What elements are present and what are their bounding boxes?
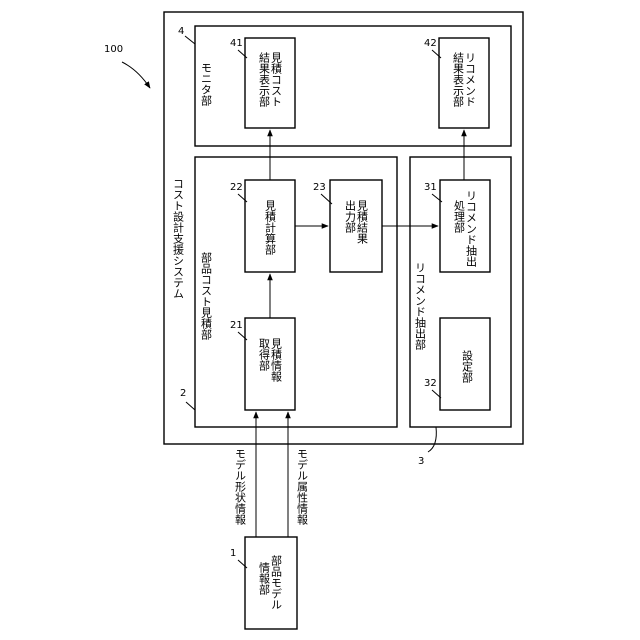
estimate-result-output-reference-number: 23 <box>313 182 326 193</box>
estimate-info-acquisition-label-line1: 見積情報 <box>270 338 283 383</box>
part-cost-estimation-reference-number: 2 <box>180 388 186 399</box>
recommend-extraction-processing-label-line1: リコメンド抽出 <box>465 190 478 267</box>
system-reference-number: 100 <box>104 44 123 55</box>
estimate-result-display-reference-number: 41 <box>230 38 243 49</box>
model-attribute-info-label: モデル属性情報 <box>296 448 309 526</box>
recommend-extraction-reference-number: 3 <box>418 456 424 467</box>
estimate-result-display-label-line1: 見積コスト <box>270 52 283 107</box>
recommend-result-display-label-line1: リコメンド <box>464 52 477 107</box>
recommend-extraction-processing-reference-number: 31 <box>424 182 437 193</box>
system-reference-leader <box>122 62 150 88</box>
estimate-calculation-label: 見積計算部 <box>264 200 277 255</box>
estimate-info-acquisition-reference-number: 21 <box>230 320 243 331</box>
part-cost-estimation-label: 部品コスト見積部 <box>200 251 213 340</box>
estimate-result-output-label-line1: 見積結果 <box>356 200 369 245</box>
estimate-result-display-label-line2: 結果表示部 <box>258 51 271 107</box>
model-shape-info-label: モデル形状情報 <box>234 448 247 526</box>
recommend-extraction-processing-label-line2: 処理部 <box>453 200 466 233</box>
part-model-info-reference-number: 1 <box>230 548 236 559</box>
part-model-info-label-line2: 情報部 <box>258 562 271 595</box>
recommend-result-display-reference-number: 42 <box>424 38 437 49</box>
monitor-reference-number: 4 <box>178 26 184 37</box>
system-label: コスト設計支援システム <box>172 178 185 299</box>
setting-label: 設定部 <box>461 349 474 383</box>
estimate-calculation-reference-number: 22 <box>230 182 243 193</box>
part-model-info-label-line1: 部品モデル <box>270 554 283 610</box>
estimate-result-output-label-line2: 出力部 <box>344 199 357 233</box>
setting-reference-number: 32 <box>424 378 437 389</box>
monitor-label: モニタ部 <box>200 62 213 106</box>
recommend-result-display-label-line2: 結果表示部 <box>452 51 465 107</box>
estimate-info-acquisition-label-line2: 取得部 <box>258 338 271 371</box>
recommend-extraction-label: リコメンド抽出部 <box>414 262 427 350</box>
